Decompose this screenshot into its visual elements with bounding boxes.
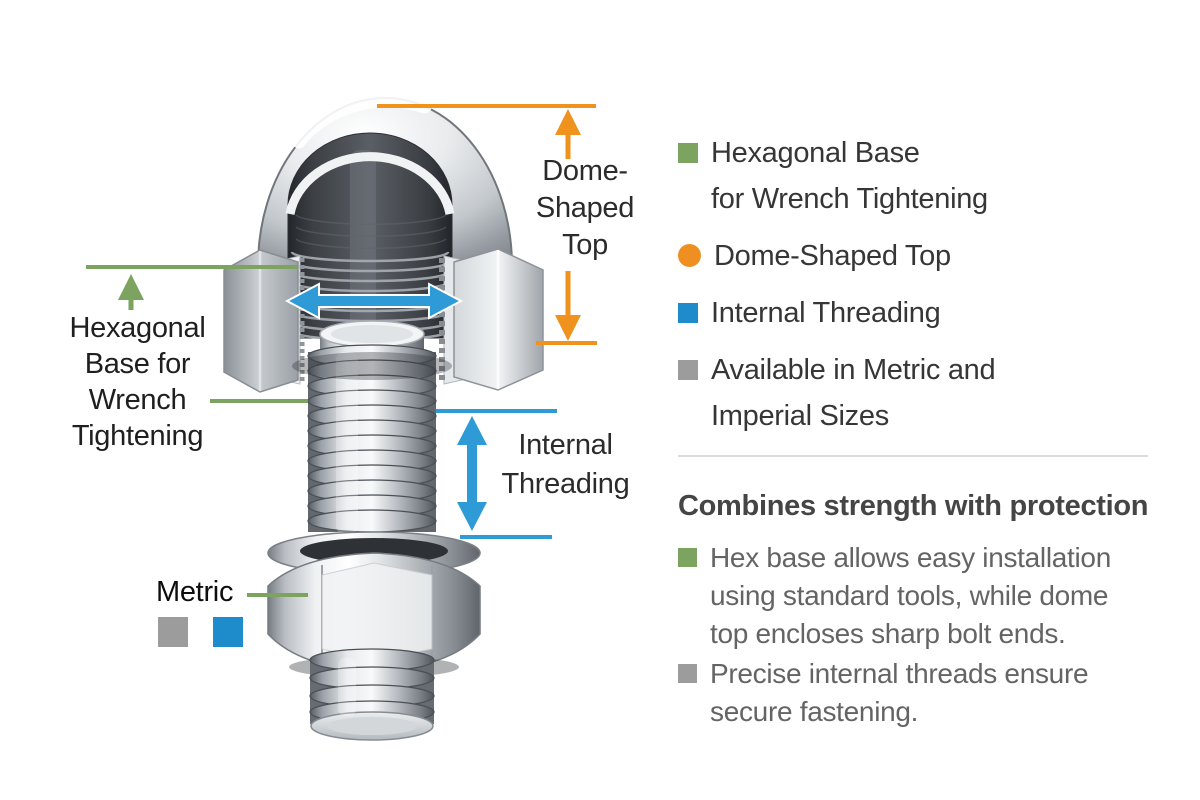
blue-square-bullet (678, 303, 698, 323)
dome-top-line (377, 104, 596, 108)
bottom-highlight (338, 658, 356, 716)
gray-square-bullet (678, 360, 698, 380)
dome-arrow-down (555, 315, 581, 341)
width-arrow (284, 282, 464, 320)
dome-top-callout-label: Dome- Shaped Top (535, 155, 635, 261)
feature-available-sizes: Available in Metric and Imperial Sizes (678, 347, 1178, 439)
shaft-highlight (336, 352, 358, 534)
metric-gray-swatch (158, 617, 188, 647)
detail-label: Precise internal threads ensure secure f… (710, 658, 1089, 727)
dome-arrow-up (555, 109, 581, 135)
dome-bottom-line (536, 341, 597, 345)
dome-nut (223, 94, 544, 393)
dome-highlight (292, 94, 432, 149)
internal-threading-callout (436, 409, 557, 539)
hex-base-arrow-up (118, 274, 144, 300)
threading-top-line (436, 409, 557, 413)
threading-arrow-up (457, 416, 487, 445)
metric-line (247, 593, 308, 597)
bolt-bottom (309, 648, 435, 741)
hex-base-line (86, 265, 298, 269)
detail-label: Hex base allows easy installation using … (710, 542, 1111, 649)
metric-blue-swatch (213, 617, 243, 647)
detail-precise-threads: Precise internal threads ensure secure f… (678, 655, 1178, 731)
threading-bottom-line (460, 535, 552, 539)
green-square-bullet (678, 143, 698, 163)
panel-divider (678, 455, 1148, 457)
panel-heading: Combines strength with protection (678, 490, 1149, 522)
internal-thread-lines (295, 214, 447, 249)
feature-label: Internal Threading (711, 297, 941, 329)
base-shadow (292, 352, 452, 380)
bolt-shaft (292, 344, 452, 534)
green-square-bullet (678, 548, 697, 567)
feature-label: Available in Metric and Imperial Sizes (711, 354, 996, 432)
dome-height-callout (377, 104, 597, 345)
dome-nut-illustration (86, 94, 597, 741)
detail-list: Hex base allows easy installation using … (678, 539, 1178, 731)
internal-threading-callout-label: Internal Threading (501, 429, 630, 500)
orange-circle-bullet (678, 244, 701, 267)
feature-panel: Hexagonal Base for Wrench Tightening Dom… (678, 130, 1178, 733)
gray-square-bullet (678, 664, 697, 683)
metric-callout-label: Metric (156, 576, 234, 608)
wrench-line (210, 399, 308, 403)
feature-dome-shaped-top: Dome-Shaped Top (678, 233, 1178, 279)
cut-rim-highlight (285, 152, 455, 215)
feature-hexagonal-base: Hexagonal Base for Wrench Tightening (678, 130, 1178, 222)
bore-sheen (350, 150, 376, 330)
feature-label: Hexagonal Base for Wrench Tightening (711, 137, 988, 215)
threading-arrow-down (457, 502, 487, 531)
thread-ridges (307, 344, 437, 533)
feature-internal-threading: Internal Threading (678, 290, 1178, 336)
feature-label: Dome-Shaped Top (714, 240, 951, 272)
detail-hex-base: Hex base allows easy installation using … (678, 539, 1178, 653)
hex-base-callout (86, 265, 308, 597)
nut-center-facet (321, 562, 433, 662)
hex-base-callout-label: Hexagonal Base for Wrench Tightening (69, 312, 206, 452)
